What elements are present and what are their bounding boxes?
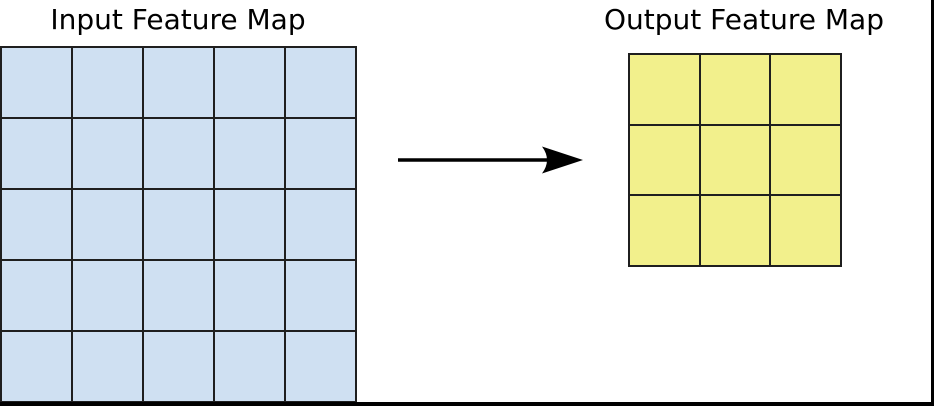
input-grid-cell <box>286 261 355 330</box>
input-grid-cell <box>286 332 355 401</box>
input-grid-cell <box>286 190 355 259</box>
input-grid-cell <box>73 48 142 117</box>
input-grid-cell <box>2 332 71 401</box>
output-feature-map-title: Output Feature Map <box>604 3 884 36</box>
output-grid-cell <box>771 125 840 195</box>
input-grid-cell <box>144 48 213 117</box>
input-grid-cell <box>215 48 284 117</box>
input-grid-cell <box>2 190 71 259</box>
input-grid-cell <box>215 261 284 330</box>
input-grid-cell <box>73 261 142 330</box>
output-grid-cell <box>700 196 770 265</box>
input-grid-cell <box>2 261 71 330</box>
input-grid-cell <box>144 261 213 330</box>
input-grid-cell <box>215 119 284 188</box>
input-grid-cell <box>144 332 213 401</box>
input-grid-cell <box>215 332 284 401</box>
output-grid-cell <box>630 196 699 265</box>
output-grid-cell <box>771 196 840 265</box>
output-grid-cell <box>700 55 770 124</box>
right-arrow-icon <box>398 146 583 174</box>
input-grid-cell <box>144 190 213 259</box>
output-grid-cell <box>700 125 770 195</box>
input-grid-cell <box>2 48 71 117</box>
input-feature-map-grid <box>0 46 357 403</box>
input-grid-cell <box>286 119 355 188</box>
input-grid-cell <box>73 190 142 259</box>
input-grid-cell <box>73 332 142 401</box>
input-feature-map-title: Input Feature Map <box>50 3 306 36</box>
input-grid-cell <box>2 119 71 188</box>
output-grid-cell <box>630 55 699 124</box>
input-grid-cell <box>144 119 213 188</box>
input-grid-cell <box>286 48 355 117</box>
output-grid-cell <box>771 55 840 124</box>
input-grid-cell <box>73 119 142 188</box>
input-grid-cell <box>215 190 284 259</box>
output-feature-map-grid <box>628 53 842 267</box>
output-grid-cell <box>630 125 699 195</box>
